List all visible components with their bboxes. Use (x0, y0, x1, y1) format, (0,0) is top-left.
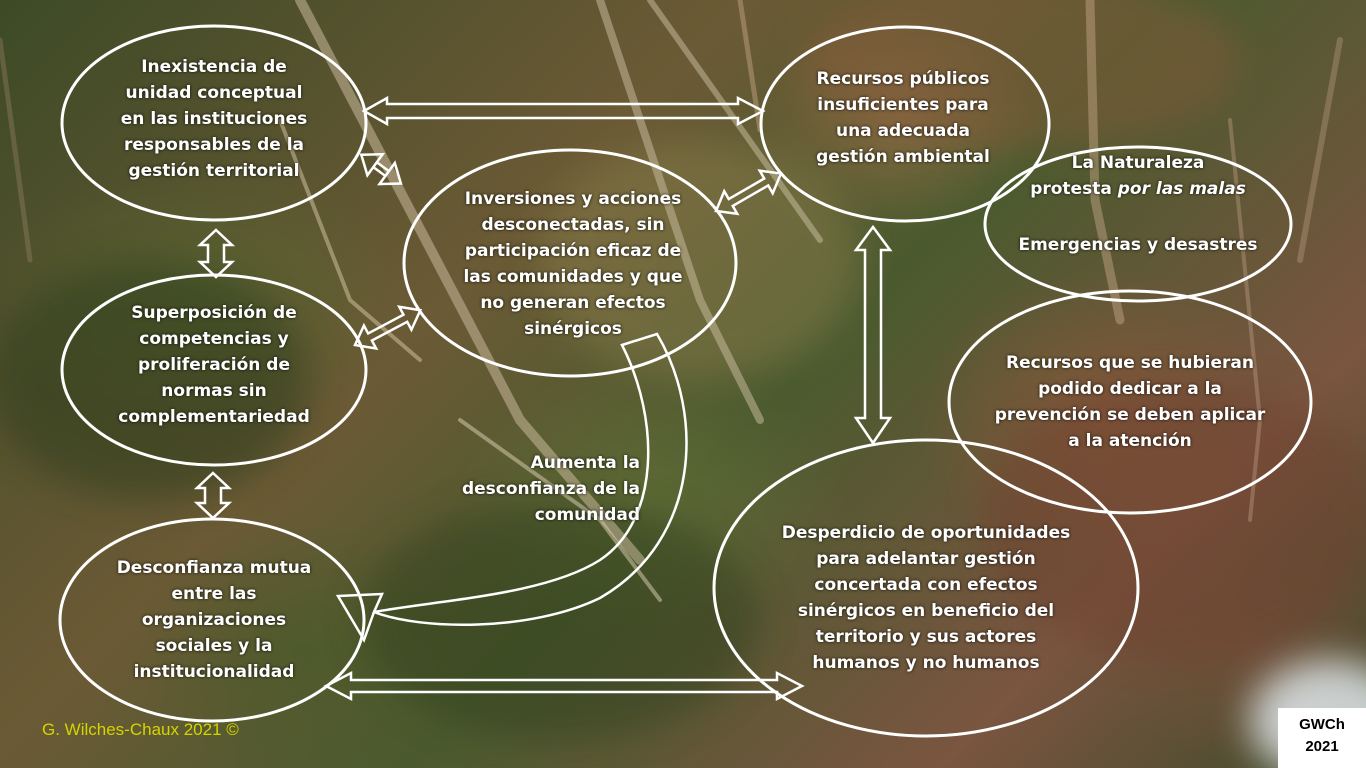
node-aumenta-line: comunidad (534, 505, 640, 525)
node-desconfianza-mutua-line: sociales y la (155, 636, 273, 656)
node-inversiones-line: Inversiones y acciones (464, 189, 682, 209)
node-inversiones-line: no generan efectos (480, 293, 666, 313)
node-recursos-publicos-line: Recursos públicos (816, 69, 990, 89)
node-desconfianza-mutua-line: institucionalidad (133, 662, 295, 682)
corner-badge-line2: 2021 (1305, 738, 1339, 755)
node-superposicion-line: proliferación de (138, 355, 290, 375)
corner-badge: GWCh 2021 (1278, 708, 1366, 768)
author-credit: G. Wilches-Chaux 2021 © (42, 720, 239, 739)
ellipse-desconfianza-mutua (58, 517, 366, 723)
node-inversiones-line: las comunidades y que (463, 267, 683, 287)
node-desperdicio-line: humanos y no humanos (812, 653, 1040, 673)
double-arrow-vertical-lower-left (193, 471, 233, 520)
node-desperdicio-line: concertada con efectos (814, 575, 1038, 595)
node-recursos-prevencion-line: Recursos que se hubieran (1006, 353, 1254, 373)
node-desconfianza-mutua-line: entre las (171, 584, 257, 604)
node-superposicion-line: Superposición de (131, 303, 297, 323)
node-recursos-prevencion-line: prevención se deben aplicar (994, 405, 1266, 425)
node-superposicion: Superposición de competencias y prolifer… (94, 300, 334, 430)
ellipse-desperdicio (712, 438, 1140, 738)
double-arrow-top (361, 95, 766, 127)
node-recursos-publicos-line: gestión ambiental (816, 147, 990, 167)
ellipse-recursos-prevencion (947, 289, 1313, 515)
node-recursos-publicos: Recursos públicos insuficientes para una… (778, 66, 1028, 170)
node-superposicion-line: competencias y (139, 329, 289, 349)
node-inexistencia-line: Inexistencia de (141, 57, 287, 77)
node-desperdicio: Desperdicio de oportunidades para adelan… (776, 520, 1076, 676)
node-naturaleza: La Naturaleza protesta por las malas Eme… (998, 150, 1278, 258)
node-desperdicio-line: sinérgicos en beneficio del (797, 601, 1055, 621)
double-arrow-diagonal-lower-left (353, 305, 423, 351)
node-aumenta-line: Aumenta la (530, 453, 640, 473)
double-arrow-vertical-right (853, 224, 893, 446)
node-inexistencia-line: unidad conceptual (125, 83, 303, 103)
node-desperdicio-line: para adelantar gestión (816, 549, 1036, 569)
node-desconfianza-mutua: Desconfianza mutua entre las organizacio… (94, 555, 334, 685)
node-desperdicio-line: territorio y sus actores (815, 627, 1037, 647)
node-naturaleza-line2-start: protesta (1030, 179, 1118, 199)
node-recursos-prevencion: Recursos que se hubieran podido dedicar … (990, 350, 1270, 454)
curved-loop-arrow (335, 332, 688, 643)
node-aumenta-desconfianza: Aumenta la desconfianza de la comunidad (400, 450, 640, 528)
double-arrow-diagonal-upper-right (714, 169, 783, 216)
ellipse-inexistencia (60, 24, 368, 222)
node-inexistencia-line: en las instituciones (120, 109, 308, 129)
double-arrow-bottom (323, 670, 805, 702)
ellipse-recursos-publicos (759, 25, 1051, 223)
node-inversiones: Inversiones y acciones desconectadas, si… (430, 186, 716, 342)
node-desconfianza-mutua-line: organizaciones (141, 610, 287, 630)
ellipse-inversiones (402, 148, 738, 378)
node-recursos-prevencion-line: a la atención (1068, 431, 1192, 451)
double-arrow-vertical-upper-left (196, 228, 236, 279)
node-inexistencia-line: responsables de la (123, 135, 305, 155)
node-inversiones-line: participación eficaz de (464, 241, 682, 261)
node-recursos-publicos-line: una adecuada (835, 121, 971, 141)
node-desconfianza-mutua-line: Desconfianza mutua (116, 558, 312, 578)
node-superposicion-line: normas sin (161, 381, 267, 401)
double-arrow-diagonal-upper-left (359, 152, 403, 186)
ellipse-naturaleza (983, 145, 1293, 303)
node-naturaleza-line2-italic: por las malas (1117, 179, 1246, 199)
node-desperdicio-line: Desperdicio de oportunidades (781, 523, 1071, 543)
node-recursos-prevencion-line: podido dedicar a la (1038, 379, 1222, 399)
node-aumenta-line: desconfianza de la (461, 479, 640, 499)
node-naturaleza-line1: La Naturaleza (1071, 153, 1205, 173)
node-superposicion-line: complementariedad (118, 407, 310, 427)
node-naturaleza-line3: Emergencias y desastres (1018, 235, 1258, 255)
node-inexistencia: Inexistencia de unidad conceptual en las… (84, 54, 344, 184)
node-inversiones-line: sinérgicos (524, 319, 622, 339)
node-recursos-publicos-line: insuficientes para (817, 95, 989, 115)
node-inversiones-line: desconectadas, sin (481, 215, 665, 235)
node-naturaleza-line2: protesta por las malas (998, 176, 1278, 202)
node-inexistencia-line: gestión territorial (128, 161, 300, 181)
corner-badge-line1: GWCh (1299, 716, 1345, 733)
